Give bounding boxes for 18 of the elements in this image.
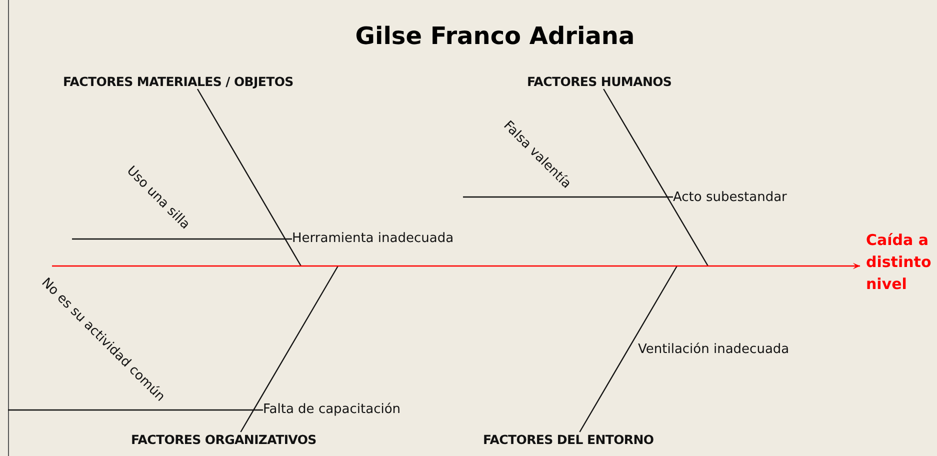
cause-label: Ventilación inadecuada: [638, 342, 790, 357]
spine-arrow: [52, 262, 860, 270]
bone-line: [579, 266, 678, 432]
category-label: FACTORES MATERIALES / OBJETOS: [63, 74, 294, 89]
category-label: FACTORES HUMANOS: [527, 74, 672, 89]
category-label: FACTORES DEL ENTORNO: [483, 432, 654, 447]
effect-label: Caída a distinto nivel: [866, 229, 937, 295]
branch-line: [8, 409, 263, 411]
cause-label: Herramienta inadecuada: [292, 231, 454, 246]
cause-label: Acto subestandar: [673, 190, 787, 205]
cause-label: Falta de capacitación: [263, 402, 401, 417]
category-label: FACTORES ORGANIZATIVOS: [131, 432, 316, 447]
bone-line: [603, 88, 709, 266]
bone-line: [240, 266, 339, 432]
branch-line: [463, 196, 673, 198]
branch-line: [72, 238, 292, 240]
bone-line: [196, 88, 302, 266]
diagram-title: Gilse Franco Adriana: [354, 22, 636, 50]
